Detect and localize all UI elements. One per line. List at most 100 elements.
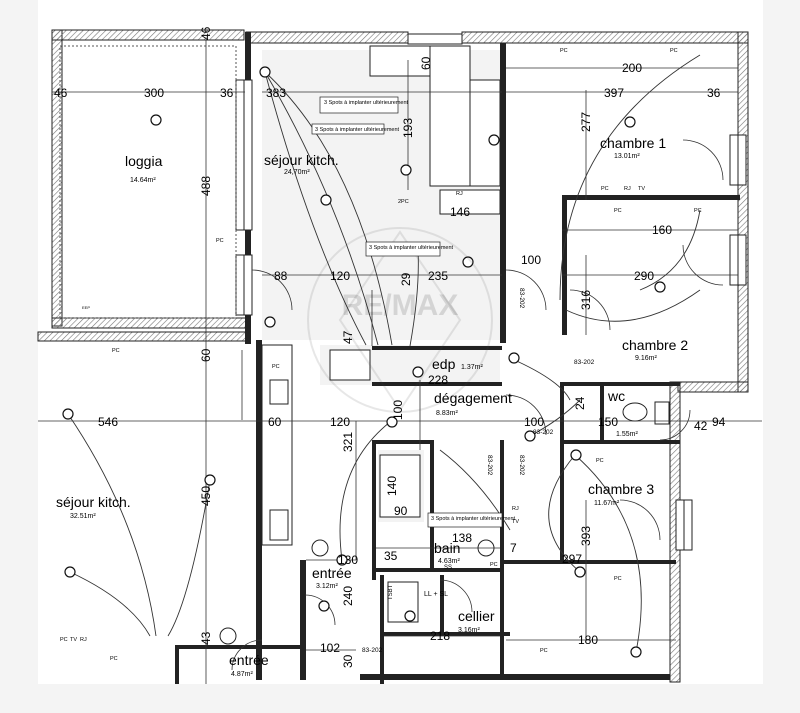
room-name-wc: wc (607, 388, 625, 404)
room-area-sejour-kitch-2: 32.51m² (70, 513, 96, 520)
dim-loggia-wall: 36 (220, 86, 234, 100)
room-area-degagement: 8.83m² (436, 410, 458, 417)
room-area-chambre-3: 11.67m² (594, 500, 620, 507)
dim-35: 35 (384, 549, 398, 563)
outlet-rj-1: RJ (624, 186, 631, 192)
electrical-wiring (67, 54, 701, 653)
sanitary-fixtures (219, 401, 670, 645)
dim-120-b: 120 (330, 415, 350, 429)
room-name-entree-1: entrée (312, 565, 352, 581)
door-swings (231, 139, 724, 671)
dim-160: 160 (652, 223, 672, 237)
door-code-3: 83-202 (533, 429, 554, 436)
bottom-margin (0, 684, 800, 713)
outlet-tv-1: TV (638, 186, 645, 192)
dim-chambre1-wall: 36 (707, 86, 721, 100)
dim-102: 102 (320, 641, 340, 655)
outlet-pc-12: PC (110, 656, 118, 662)
spot-notes: 3 Spots à implanter ultérieurement 3 Spo… (311, 96, 516, 528)
dim-7: 7 (510, 541, 517, 555)
dim-60-a: 60 (419, 56, 433, 70)
dim-277: 277 (579, 112, 593, 132)
outlet-pc-3: PC (670, 48, 678, 54)
dim-450: 450 (199, 486, 213, 506)
dim-321: 321 (341, 432, 355, 452)
dim-130: 130 (338, 553, 358, 567)
outlet-rj-3: RJ (512, 506, 519, 512)
outlet-rj-4: RJ (80, 637, 87, 643)
outlet-pc-13: PC (540, 648, 548, 654)
outlet-pc-6: PC (694, 208, 702, 214)
dim-193: 193 (401, 118, 415, 138)
room-area-chambre-2: 9.16m² (635, 355, 657, 362)
dim-94: 94 (712, 415, 726, 429)
dim-140: 140 (385, 476, 399, 496)
dim-60-b: 60 (268, 415, 282, 429)
dim-393: 393 (579, 526, 593, 546)
outlet-pc-10: PC (490, 562, 498, 568)
dim-sejour-width: 383 (266, 86, 286, 100)
outlet-pc-4: PC (601, 186, 609, 192)
room-area-entree-2: 4.87m² (231, 671, 253, 678)
room-name-entree-2: entrée (229, 652, 269, 668)
room-name-chambre-1: chambre 1 (600, 135, 666, 151)
dimension-lines (38, 40, 762, 684)
kitchen-units (261, 45, 501, 546)
dim-90: 90 (394, 504, 408, 518)
room-area-bain: 4.63m² (438, 558, 460, 565)
door-code-1: 83-202 (518, 288, 525, 309)
ss-note: SS (444, 565, 452, 571)
dim-180: 180 (578, 633, 598, 647)
dim-chambre1-width: 397 (604, 86, 624, 100)
dim-228: 228 (428, 373, 448, 387)
room-area-entree-1: 3.12m² (316, 583, 338, 590)
room-name-edp: edp (432, 356, 456, 372)
dim-60-lower: 60 (199, 348, 213, 362)
room-name-sejour-kitch-2: séjour kitch. (56, 494, 131, 510)
light-points (62, 66, 666, 658)
outlet-tv-2: TV (512, 519, 519, 525)
dim-290: 290 (634, 269, 654, 283)
windows (59, 33, 747, 551)
door-code-5: 83-202 (518, 455, 525, 476)
spot-note-4: 3 Spots à implanter ultérieurement (431, 516, 516, 522)
tsbt-note: TSBT (388, 584, 394, 600)
dim-297: 297 (562, 552, 582, 566)
door-code-6: 83-202 (362, 647, 383, 654)
outlet-2pc: 2PC (398, 199, 409, 205)
room-area-chambre-1: 13.01m² (614, 153, 640, 160)
dim-88: 88 (274, 269, 288, 283)
dimension-labels: 46 300 36 383 200 397 36 146 160 100 290… (54, 61, 726, 655)
dim-30: 30 (341, 654, 355, 668)
dim-120-a: 120 (330, 269, 350, 283)
door-code-4: 83-202 (486, 455, 493, 476)
outlet-rj-2: RJ (456, 191, 463, 197)
dim-100-a: 100 (521, 253, 541, 267)
dim-488: 488 (199, 176, 213, 196)
room-name-bain: bain (434, 540, 460, 556)
watermark (307, 227, 493, 413)
outlet-pc-8: PC (272, 364, 280, 370)
dim-100-b: 100 (391, 400, 405, 420)
ll-sl-note: LL + SL (424, 591, 448, 598)
dim-24: 24 (573, 396, 587, 410)
dim-47: 47 (341, 330, 355, 344)
room-name-cellier: cellier (458, 608, 495, 624)
room-area-wc: 1.55m² (616, 431, 638, 438)
room-area-loggia: 14.64m² (130, 177, 156, 184)
dim-42: 42 (694, 419, 708, 433)
dim-146: 146 (450, 205, 470, 219)
room-name-degagement: dégagement (434, 390, 512, 406)
dim-100-c: 100 (524, 415, 544, 429)
outlet-pc-2: PC (560, 48, 568, 54)
dim-235: 235 (428, 269, 448, 283)
dim-150: 150 (598, 415, 618, 429)
room-area-sejour-kitch-1: 24,70m² (284, 169, 310, 176)
outlet-pc-7: PC (112, 348, 120, 354)
left-margin (0, 0, 38, 713)
room-area-cellier: 3.16m² (458, 627, 480, 634)
room-name-sejour-kitch-1: séjour kitch. (264, 152, 339, 168)
dim-218: 218 (430, 629, 450, 643)
outlet-pc-9: PC (596, 458, 604, 464)
